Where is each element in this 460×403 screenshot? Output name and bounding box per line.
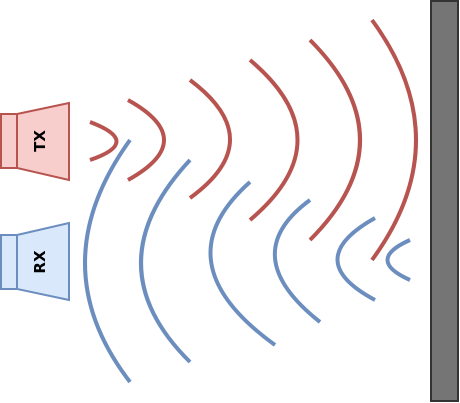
rx-wave-4 xyxy=(208,180,277,347)
tx-wave-1 xyxy=(89,120,119,162)
rx-label: RX xyxy=(31,250,49,274)
tx-wave-4 xyxy=(248,58,300,222)
tx-emitted-waves xyxy=(89,18,418,262)
tx-wave-6 xyxy=(370,18,418,262)
rx-speaker-cone xyxy=(16,221,70,302)
tx-speaker-cone xyxy=(16,101,70,182)
tx-label: TX xyxy=(31,130,49,152)
tx-wave-3 xyxy=(188,78,232,200)
rx-wave-5 xyxy=(139,158,192,364)
tx-wave-5 xyxy=(308,38,362,242)
rx-wave-2 xyxy=(335,216,376,302)
rx-wave-3 xyxy=(273,198,322,324)
rx-speaker: RX xyxy=(0,221,70,302)
tx-wave-2 xyxy=(127,98,166,182)
tx-speaker: TX xyxy=(0,101,70,182)
reflector-wall xyxy=(430,0,459,402)
rx-wave-1 xyxy=(385,238,411,282)
rx-echo-waves xyxy=(83,138,411,384)
tx-speaker-body xyxy=(0,113,18,169)
rx-speaker-body xyxy=(0,234,18,290)
rx-wave-6 xyxy=(83,138,132,384)
